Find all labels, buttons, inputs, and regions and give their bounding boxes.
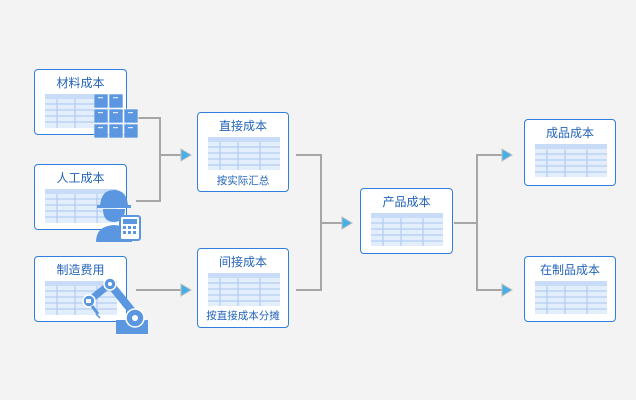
edge-indirect-product — [296, 223, 322, 291]
node-direct-cost[interactable]: 直接成本 按实际汇总 — [197, 112, 289, 192]
node-finished-cost-label: 成品成本 — [545, 126, 594, 140]
spreadsheet-icon — [371, 213, 443, 246]
spreadsheet-icon — [535, 281, 607, 314]
edge-product-wip — [476, 223, 503, 291]
edge-material-direct — [136, 117, 161, 155]
edge-product-finished — [476, 154, 503, 223]
node-manufacturing-cost-label: 制造费用 — [56, 263, 105, 277]
arrow-to-indirect — [180, 283, 192, 297]
worker-calculator-icon — [96, 190, 141, 242]
node-direct-cost-label: 直接成本 — [218, 119, 267, 133]
node-wip-cost[interactable]: 在制品成本 — [524, 256, 616, 322]
arrow-to-direct — [180, 148, 192, 162]
node-indirect-cost[interactable]: 间接成本 按直接成本分摊 — [197, 248, 289, 328]
node-indirect-cost-note: 按直接成本分摊 — [206, 310, 280, 322]
node-direct-cost-note: 按实际汇总 — [216, 175, 270, 187]
node-product-cost[interactable]: 产品成本 — [360, 188, 453, 254]
spreadsheet-icon — [208, 273, 280, 306]
edge-labor-direct — [136, 155, 161, 202]
node-material-cost-label: 材料成本 — [56, 76, 105, 90]
boxes-icon — [94, 94, 139, 138]
node-indirect-cost-label: 间接成本 — [218, 255, 267, 269]
node-finished-cost[interactable]: 成品成本 — [524, 119, 616, 186]
edge-direct-product — [296, 154, 322, 223]
node-product-cost-label: 产品成本 — [382, 195, 431, 209]
arrow-to-product — [341, 216, 353, 230]
arrow-to-finished — [501, 148, 513, 162]
robot-arm-icon — [82, 277, 148, 334]
spreadsheet-icon — [535, 144, 607, 177]
node-wip-cost-label: 在制品成本 — [539, 263, 600, 277]
spreadsheet-icon — [208, 137, 280, 170]
arrow-to-wip — [501, 283, 513, 297]
node-labor-cost-label: 人工成本 — [56, 171, 105, 185]
